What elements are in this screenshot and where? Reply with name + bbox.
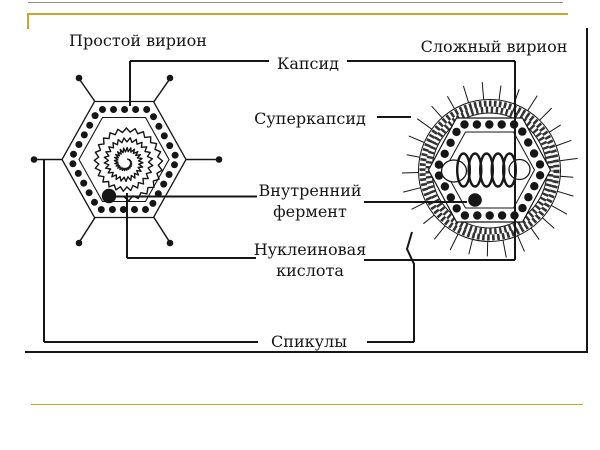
gold-top-rule	[27, 13, 568, 15]
gold-bottom-rule	[31, 404, 583, 405]
diagram-frame-bottom	[25, 351, 588, 353]
label-spicules: Спикулы	[271, 332, 347, 351]
label-nucleic-acid: Нуклеиновая кислота	[253, 240, 367, 280]
diagram-frame-right	[586, 28, 588, 353]
gold-corner-tick	[27, 13, 29, 29]
label-internal-enzyme: Внутренний фермент	[258, 181, 362, 221]
label-capsid: Капсид	[276, 54, 340, 73]
top-gray-rule	[28, 2, 563, 3]
title-simple-virion: Простой вирион	[69, 31, 207, 50]
title-complex-virion: Сложный вирион	[420, 37, 568, 56]
label-supercapsid: Суперкапсид	[254, 109, 366, 128]
